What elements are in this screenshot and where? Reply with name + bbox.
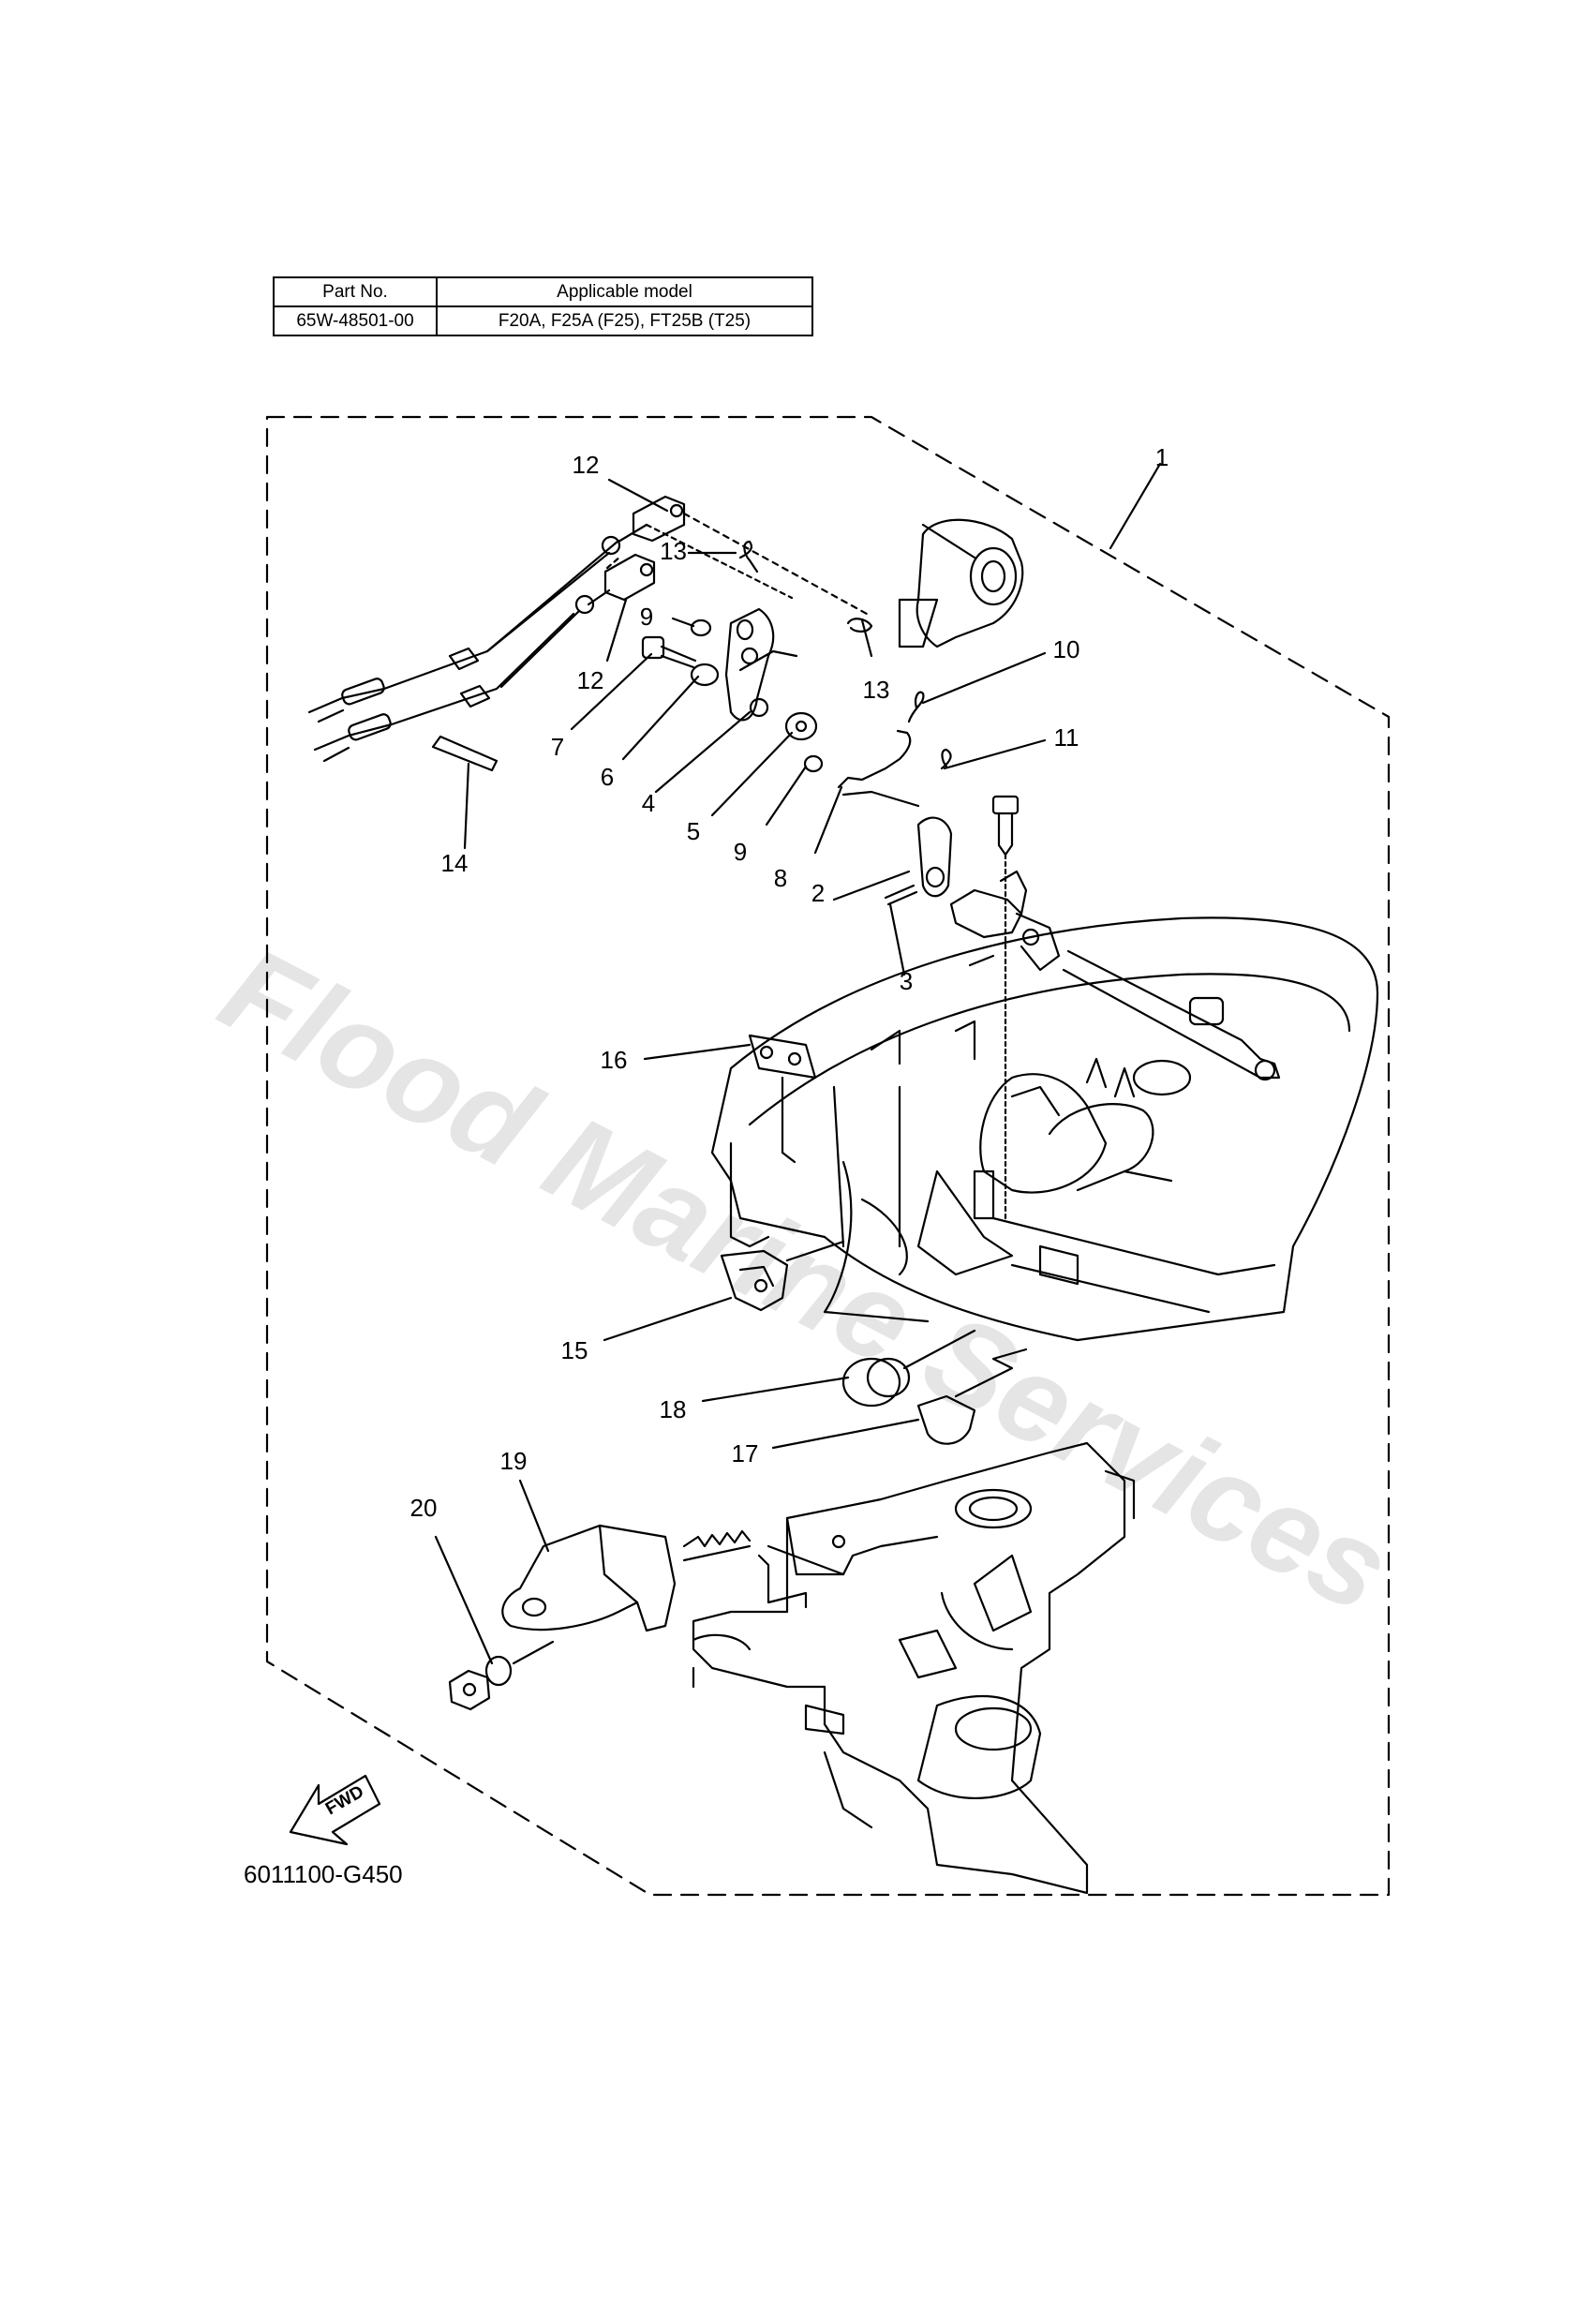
plug-15 xyxy=(720,1240,845,1312)
callout-13-lower: 13 xyxy=(863,676,890,704)
throttle-lever xyxy=(916,816,953,898)
bolt-7 xyxy=(641,635,697,669)
link-rod-8 xyxy=(837,729,920,808)
callout-3: 3 xyxy=(900,967,913,995)
washer-9-upper xyxy=(690,618,712,637)
callout-18: 18 xyxy=(660,1395,687,1423)
cable-joint-upper xyxy=(632,495,869,616)
callout-12-upper: 12 xyxy=(573,451,600,479)
callout-17: 17 xyxy=(732,1439,759,1467)
clip-11 xyxy=(940,748,952,770)
callout-19: 19 xyxy=(500,1447,528,1475)
clip-13-upper xyxy=(738,540,759,574)
washer-9-lower xyxy=(803,754,824,773)
lever-bracket xyxy=(949,870,1061,972)
callout-20: 20 xyxy=(410,1494,438,1522)
header-applicable-model: Applicable model xyxy=(436,276,813,307)
callout-10: 10 xyxy=(1053,635,1080,663)
callout-6: 6 xyxy=(601,763,614,791)
header-part-no: Part No. xyxy=(273,276,438,307)
cell-part-no: 65W-48501-00 xyxy=(273,305,438,336)
cable-joint-lower xyxy=(603,553,656,602)
applicability-table: Part No. Applicable model 65W-48501-00 F… xyxy=(273,276,813,336)
fwd-arrow-icon xyxy=(289,1774,381,1846)
callout-12-lower: 12 xyxy=(577,666,604,694)
washer-20 xyxy=(484,1655,513,1687)
cell-applicable-model: F20A, F25A (F25), FT25B (T25) xyxy=(436,305,813,336)
grommet-18 xyxy=(841,1329,976,1408)
screw xyxy=(991,795,1020,1220)
bottom-cowling xyxy=(710,916,1379,1342)
callout-9-lower: 9 xyxy=(734,838,747,866)
nut-20 xyxy=(448,1669,491,1711)
grommet-16 xyxy=(748,1034,817,1164)
table-row: 65W-48501-00 F20A, F25A (F25), FT25B (T2… xyxy=(273,305,813,336)
link-lever xyxy=(724,607,798,722)
table-header-row: Part No. Applicable model xyxy=(273,276,813,307)
clip-13-lower xyxy=(846,618,873,633)
collar-5 xyxy=(784,711,818,741)
clip-10 xyxy=(907,691,925,723)
callout-14: 14 xyxy=(441,849,469,877)
throttle-cam xyxy=(898,518,1024,648)
callout-2: 2 xyxy=(811,879,825,907)
callout-11: 11 xyxy=(1054,723,1079,752)
swivel-bracket xyxy=(692,1441,1136,1895)
cable-guide-19 xyxy=(501,1524,808,1632)
throttle-shaft xyxy=(1062,949,1281,1081)
plug-17 xyxy=(916,1348,1028,1445)
callout-1: 1 xyxy=(1155,443,1169,471)
callout-15: 15 xyxy=(561,1336,588,1364)
callout-7: 7 xyxy=(551,733,564,761)
pin-3 xyxy=(884,884,918,906)
callout-16: 16 xyxy=(601,1046,628,1074)
callout-9-upper: 9 xyxy=(640,603,653,631)
callout-4: 4 xyxy=(642,789,655,817)
leader-lines xyxy=(434,462,1162,1665)
callout-8: 8 xyxy=(774,864,787,892)
diagram-reference-code: 6011100-G450 xyxy=(244,1860,403,1888)
assembly-boundary xyxy=(265,415,1391,1897)
callout-13-upper: 13 xyxy=(660,537,687,565)
washer-6 xyxy=(690,663,720,687)
spring xyxy=(682,1529,752,1562)
callout-5: 5 xyxy=(687,817,700,845)
